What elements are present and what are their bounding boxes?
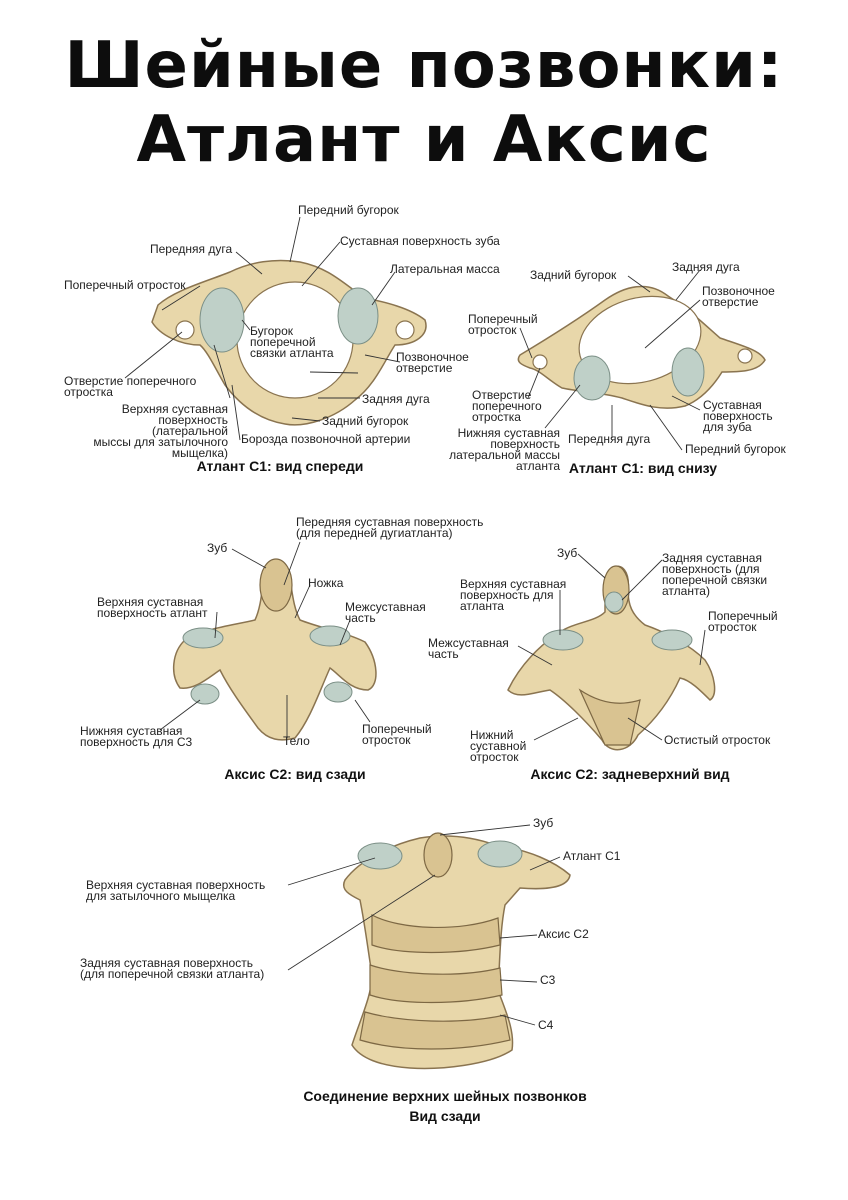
junction-illustration [343,832,571,1070]
caption-axis-posterosup: Аксис С2: задневерхний вид [530,766,730,782]
caption-axis-back: Аксис С2: вид сзади [224,766,366,782]
label-post-arch: Задняя дуга [362,392,430,406]
axis-back-illustration [173,558,377,741]
label-ant-tubercle: Передний бугорок [298,203,399,217]
label-j-atlas: Атлант С1 [563,849,621,863]
atlas-front-illustration [151,259,427,426]
label-post-tubercle: Задний бугорок [322,414,409,428]
label-axis-sup-facet: Верхняя суставная поверхность атлант [97,595,208,620]
label-transverse: Поперечный отросток [64,278,186,292]
label-below-transv-foramen: Отверстие поперечного отростка [472,388,542,424]
label-j-post-facet: Задняя суставная поверхность (для попере… [80,956,265,981]
label-axis-inf-facet: Нижняя суставная поверхность для С3 [80,724,193,749]
label-below-vert-foramen: Позвоночное отверстие [702,284,775,309]
label-lat-mass: Латеральная масса [390,262,500,276]
label-below-transverse: Поперечный отросток [468,312,538,337]
caption-atlas-below: Атлант С1: вид снизу [568,460,718,476]
label-dens-facet: Суставная поверхность зуба [340,234,500,248]
label-axis-transverse: Поперечный отросток [362,722,432,747]
label-ant-arch: Передняя дуга [150,242,233,256]
label-axis-body: Тело [283,734,310,748]
label-below-inf-facet: Нижняя суставная поверхность латеральной… [449,426,560,473]
label-j-c4: С4 [538,1018,554,1032]
label-below-ant-tubercle: Передний бугорок [685,442,786,456]
label-ps-interarticular: Межсуставная часть [428,636,509,661]
label-ps-post-facet: Задняя суставная поверхность (для попере… [662,551,768,598]
label-below-post-tubercle: Задний бугорок [530,268,617,282]
label-j-c3: С3 [540,973,556,987]
label-tubercle-lig: Бугорок поперечной связки атланта [250,324,334,360]
label-sup-facet: Верхняя суставная поверхность (латеральн… [93,402,228,460]
atlas-below-illustration [517,285,766,409]
page-title-line-2: Атлант и Аксис [136,103,712,177]
label-below-post-arch: Задняя дуга [672,260,740,274]
label-transv-foramen: Отверстие поперечного отростка [64,374,197,399]
leader-lines [124,216,706,1026]
label-axis-pedicle: Ножка [308,576,344,590]
label-j-dens: Зуб [533,816,554,830]
label-j-sup-facet: Верхняя суставная поверхность для затыло… [86,878,266,903]
page-title-line-1: Шейные позвонки: [64,29,784,103]
label-vert-foramen: Позвоночное отверстие [396,350,469,375]
caption-atlas-front: Атлант С1: вид спереди [196,458,364,474]
label-j-axis: Аксис С2 [538,927,589,941]
label-axis-dens: Зуб [207,541,228,555]
label-ps-sup-facet: Верхняя суставная поверхность для атлант… [460,577,567,613]
label-below-ant-arch: Передняя дуга [568,432,651,446]
caption-junction: Соединение верхних шейных позвонков Вид … [303,1088,587,1124]
label-ps-dens: Зуб [557,546,578,560]
label-artery-groove: Борозда позвоночной артерии [241,432,411,446]
label-ps-transverse: Поперечный отросток [708,609,778,634]
label-below-dens-facet: Суставная поверхность для зуба [703,398,773,434]
label-ps-spinous: Остистый отросток [664,733,771,747]
label-axis-interarticular: Межсуставная часть [345,600,426,625]
axis-posterosup-illustration [507,565,716,751]
label-axis-ant-facet: Передняя суставная поверхность (для пере… [296,515,484,540]
label-ps-inf-process: Нижний суставной отросток [470,728,527,764]
